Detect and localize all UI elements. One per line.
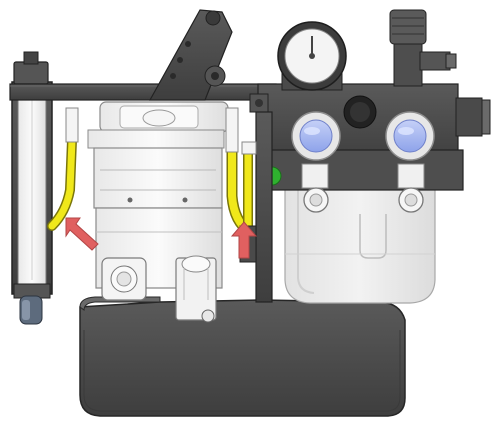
bottle-fitting-right (397, 163, 425, 213)
control-knob (343, 95, 377, 129)
frame-post (255, 111, 273, 303)
base-plate (79, 296, 406, 417)
sight-glass-right (385, 111, 435, 161)
flow-arrow-left (65, 217, 99, 251)
adjustment-arm (148, 9, 233, 101)
flow-arrow-right (230, 221, 258, 259)
bottle-fitting-left (301, 163, 329, 213)
vaporizer-body (87, 101, 229, 323)
yellow-tube-left (47, 107, 79, 231)
sight-glass-left (291, 111, 341, 161)
pressure-gauge (277, 21, 347, 91)
yellow-tube-right (225, 107, 257, 263)
oxygen-flush-valve (389, 9, 457, 87)
top-manifold-bar (9, 83, 277, 101)
